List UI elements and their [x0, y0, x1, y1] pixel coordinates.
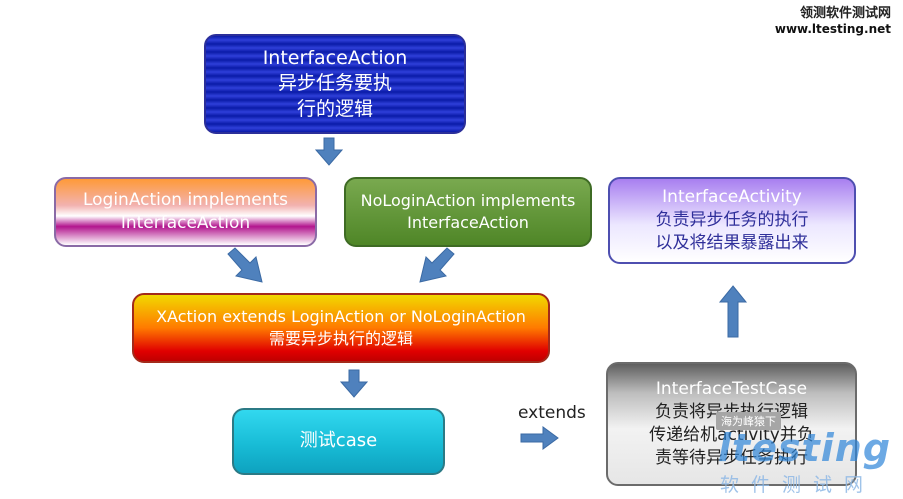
watermark-logo-cn: 软件测试网	[720, 474, 876, 496]
arrow-down-interface-to-implementations	[314, 137, 344, 166]
arrow-extends-right	[520, 426, 559, 450]
login-action-box: LoginAction implements InterfaceAction	[54, 177, 317, 247]
arrow-nologin-to-xaction	[419, 247, 455, 283]
interface-testcase-desc-2: 传递给机activity并负	[649, 425, 814, 445]
extends-connector-label: extends	[518, 403, 586, 423]
nologin-action-box: NoLoginAction implements InterfaceAction	[344, 177, 592, 247]
interface-activity-desc-2: 以及将结果暴露出来	[655, 232, 809, 253]
interface-action-desc-2: 行的逻辑	[296, 97, 373, 120]
interface-activity-title: InterfaceActivity	[662, 187, 802, 208]
xaction-box: XAction extends LoginAction or NoLoginAc…	[132, 293, 550, 363]
interface-action-desc-1: 异步任务要执	[277, 72, 392, 95]
login-action-line-2: InterfaceAction	[120, 213, 251, 233]
test-case-label: 测试case	[299, 430, 378, 452]
watermark-site-url: www.ltesting.net	[774, 22, 891, 37]
interface-activity-desc-1: 负责异步任务的执行	[655, 210, 809, 231]
watermark-site-name: 领测软件测试网	[799, 6, 891, 21]
interface-action-title: InterfaceAction	[262, 46, 408, 69]
watermark-stamp: 海为峰猿下	[716, 412, 781, 430]
arrow-up-testcase-to-activity	[718, 285, 748, 338]
interface-testcase-box: InterfaceTestCase 负责将异步执行逻辑 传递给机activity…	[606, 362, 857, 486]
xaction-line-1: XAction extends LoginAction or NoLoginAc…	[156, 307, 526, 327]
login-action-line-1: LoginAction implements	[82, 190, 289, 211]
nologin-action-line-1: NoLoginAction implements	[360, 191, 576, 211]
xaction-line-2: 需要异步执行的逻辑	[268, 329, 413, 348]
nologin-action-line-2: InterfaceAction	[407, 213, 529, 232]
interface-testcase-desc-3: 责等待异步任务执行	[655, 447, 808, 468]
watermark-logo: ltesting	[718, 426, 892, 470]
arrow-login-to-xaction	[227, 247, 263, 283]
watermark-header: 领测软件测试网 www.ltesting.net	[775, 6, 891, 37]
interface-action-box: InterfaceAction 异步任务要执 行的逻辑	[204, 34, 466, 134]
arrow-down-xaction-to-testcase	[339, 369, 369, 398]
test-case-box: 测试case	[232, 408, 445, 475]
interface-testcase-title: InterfaceTestCase	[655, 379, 808, 400]
interface-activity-box: InterfaceActivity 负责异步任务的执行 以及将结果暴露出来	[608, 177, 856, 264]
